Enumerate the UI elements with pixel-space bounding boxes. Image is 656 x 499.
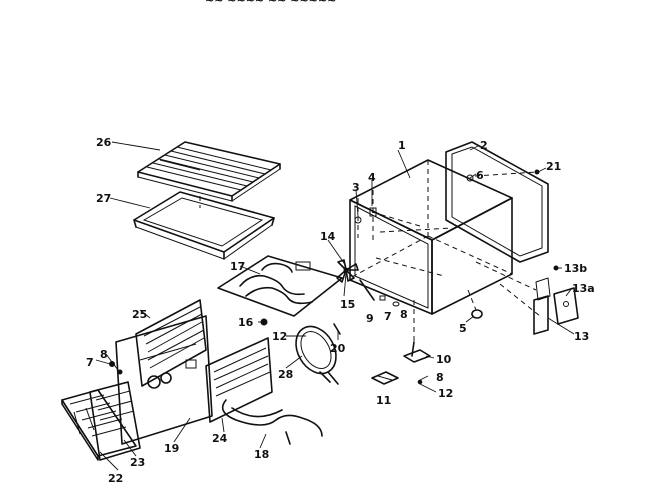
callout-6: 6: [476, 169, 484, 182]
part-7-nut: [379, 295, 386, 301]
part-19-control-panel: [115, 315, 213, 445]
part-3-clip: [354, 198, 362, 238]
part-7-8-screws-left: [109, 361, 123, 375]
callout-25: 25: [132, 308, 147, 321]
part-13-hinge-bracket: [475, 261, 579, 335]
callout-20: 20: [330, 342, 346, 355]
callout-8-left: 8: [100, 348, 108, 361]
part-20-pin: [333, 323, 341, 335]
callout-15: 15: [340, 298, 355, 311]
callout-28: 28: [278, 368, 293, 381]
part-4-bracket: [369, 190, 377, 240]
callout-13b: 13b: [564, 262, 587, 275]
callout-2: 2: [480, 139, 488, 152]
part-15-fan-blade: [336, 259, 359, 283]
callout-labels: 1 2 3 4 5 6 7 7 8 8 8 9 10 11 12 12 13 1…: [86, 136, 595, 485]
callout-11: 11: [376, 394, 391, 407]
callout-10: 10: [436, 353, 452, 366]
part-10-sensor: [403, 300, 431, 363]
callout-9: 9: [366, 312, 374, 325]
callout-23: 23: [130, 456, 145, 469]
callout-13a: 13a: [572, 282, 595, 295]
callout-13: 13: [574, 330, 589, 343]
callout-17: 17: [230, 260, 245, 273]
part-5-grommet: [467, 289, 483, 319]
part-18-bake-element: [221, 399, 323, 445]
callout-5: 5: [459, 322, 467, 335]
part-23-door-inner: [89, 381, 141, 461]
part-11-terminal-block: [371, 371, 399, 385]
callout-22: 22: [108, 472, 123, 485]
part-22-door: [61, 389, 137, 461]
part-28-fan-ring: [295, 325, 339, 385]
callout-14: 14: [320, 230, 336, 243]
part-6-clip: [466, 174, 474, 182]
part-26-oven-rack: [137, 141, 281, 202]
part-17-broil-element: [217, 255, 343, 317]
callout-26: 26: [96, 136, 112, 149]
part-27-broiler-pan: [133, 191, 275, 260]
header-cut-text: ~~ ~~~~ ~~ ~~~~~: [205, 0, 336, 7]
callout-12-lower: 12: [438, 387, 453, 400]
callout-18: 18: [254, 448, 269, 461]
callout-27: 27: [96, 192, 111, 205]
part-2-rear-panel: [445, 141, 549, 263]
part-8-12-fasteners: [417, 379, 423, 385]
callout-19: 19: [164, 442, 179, 455]
part-9-shaft: [359, 279, 375, 301]
part-1-oven-body: [349, 159, 513, 315]
callout-8-right: 8: [400, 308, 408, 321]
part-24-rear-panel: [205, 337, 273, 423]
leader-lines: [95, 141, 575, 471]
callout-7-right: 7: [384, 310, 392, 323]
callout-8-lower: 8: [436, 371, 444, 384]
callout-21: 21: [546, 160, 561, 173]
callout-16: 16: [238, 316, 254, 329]
callout-4: 4: [368, 171, 376, 184]
callout-24: 24: [212, 432, 228, 445]
part-8-washer: [392, 301, 400, 307]
callout-12-upper: 12: [272, 330, 287, 343]
callout-3: 3: [352, 181, 360, 194]
callout-7-left: 7: [86, 356, 94, 369]
callout-1: 1: [398, 139, 406, 152]
